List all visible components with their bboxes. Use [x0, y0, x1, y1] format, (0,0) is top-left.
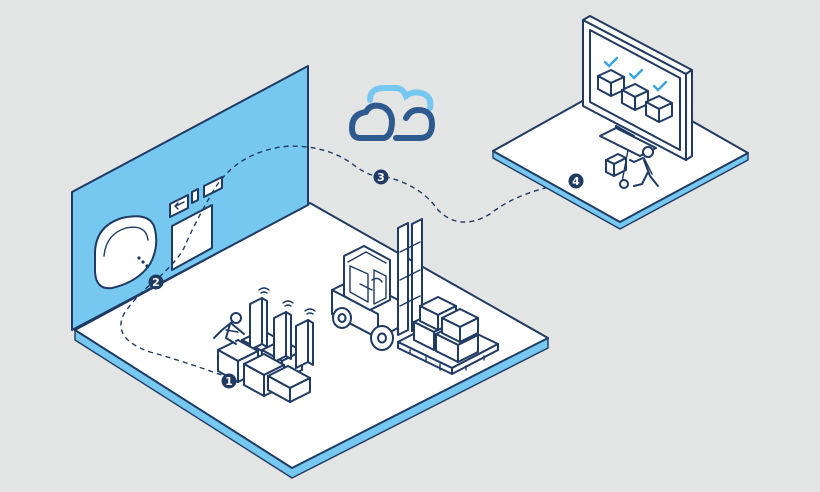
rfid-tag-icon: [295, 308, 316, 369]
step-marker-3: 3: [373, 169, 389, 185]
pick-station: [213, 287, 316, 403]
step-label-2: 2: [152, 276, 160, 289]
rfid-tag-icon: [249, 287, 270, 351]
monitor-icon: [582, 15, 693, 161]
step-label-3: 3: [377, 171, 385, 184]
hand-truck-icon: [605, 149, 629, 189]
doorway: [171, 204, 213, 271]
cloud-icon: [349, 85, 435, 141]
step-marker-2: 2: [148, 274, 164, 290]
step-label-4: 4: [572, 175, 580, 188]
worker-icon: [213, 312, 245, 345]
step-marker-1: 1: [221, 373, 237, 389]
checkmark-icon: [652, 80, 668, 92]
checkmark-icon: [628, 68, 644, 80]
wifi-access-point-icon: [94, 215, 158, 290]
checkmark-icon: [603, 56, 619, 68]
rfid-tag-icon: [273, 300, 294, 363]
shipping-platform: [492, 79, 749, 230]
step-label-1: 1: [225, 375, 233, 388]
screen-box-1: [597, 69, 625, 97]
box: [441, 308, 479, 343]
pallet-icon: [397, 296, 499, 375]
screen-box-2: [621, 83, 649, 111]
step-marker-4: 4: [568, 173, 584, 189]
exit-sign-icon: [169, 176, 223, 218]
data-flow-path: [120, 145, 613, 379]
screen-box-3: [645, 95, 673, 123]
box: [267, 365, 311, 403]
worker-icon: [629, 146, 659, 187]
forklift-icon: [331, 218, 423, 351]
